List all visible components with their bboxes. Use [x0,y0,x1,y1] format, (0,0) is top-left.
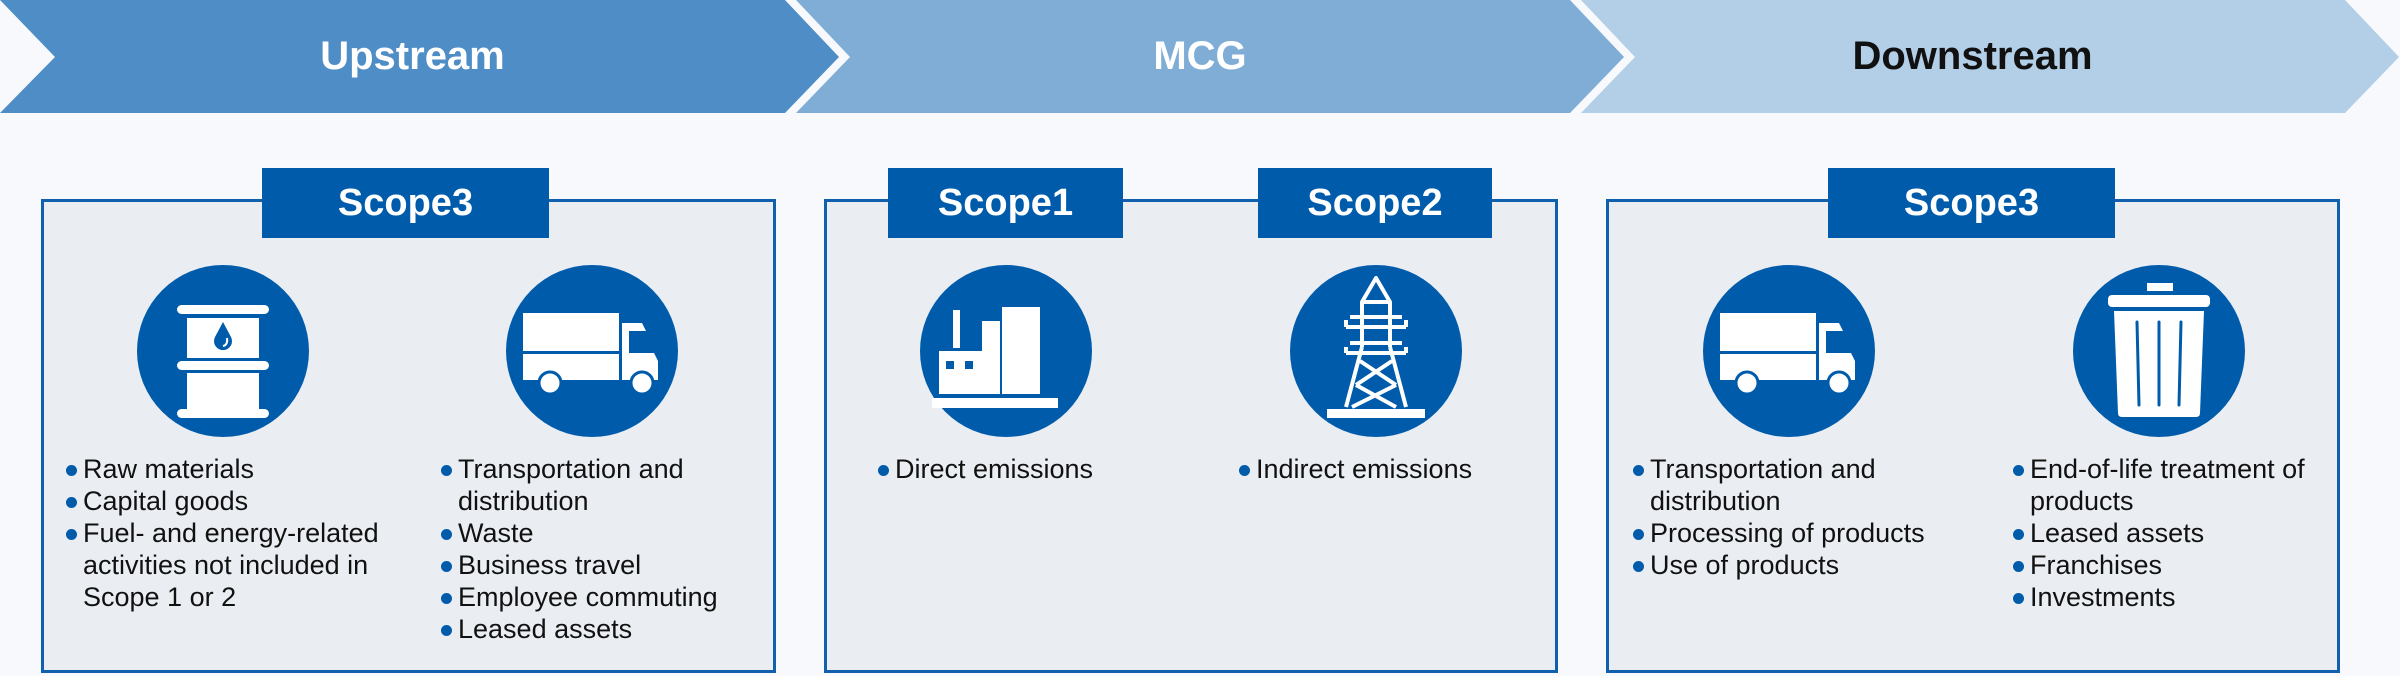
chevron-downstream [1581,0,2399,113]
stage-upstream-label: Upstream [320,34,505,78]
scope2-badge: Scope2 [1258,168,1492,238]
list-item: Use of products [1633,549,1993,581]
list-item: Processing of products [1633,517,1993,549]
scope3-downstream-badge: Scope3 [1828,168,2115,238]
trash-can-icon [2073,265,2245,437]
chevron-mcg [796,0,1624,113]
list-item: Transportation and distribution [441,453,761,517]
factory-icon [920,265,1092,437]
stage-downstream-label: Downstream [1852,34,2093,78]
downstream-list-2: End-of-life treatment of products Leased… [2013,453,2323,613]
chevron-shapes [0,0,2399,113]
list-item: Leased assets [2013,517,2323,549]
scope1-list: Direct emissions [878,453,1198,485]
list-item: Waste [441,517,761,549]
list-item: Fuel- and energy-related activities not … [66,517,426,613]
list-item: Indirect emissions [1239,453,1549,485]
truck-icon [506,265,678,437]
stage-mcg-label: MCG [1153,34,1247,78]
list-item: Business travel [441,549,761,581]
list-item: Capital goods [66,485,426,517]
scope3-upstream-badge: Scope3 [262,168,549,238]
list-item: Transportation and distribution [1633,453,1993,517]
power-tower-icon [1290,265,1462,437]
list-item: Employee commuting [441,581,761,613]
upstream-list-1: Raw materials Capital goods Fuel- and en… [66,453,426,613]
scope2-list: Indirect emissions [1239,453,1549,485]
list-item: Direct emissions [878,453,1198,485]
list-item: Franchises [2013,549,2323,581]
upstream-list-2: Transportation and distribution Waste Bu… [441,453,761,645]
list-item: End-of-life treatment of products [2013,453,2323,517]
list-item: Leased assets [441,613,761,645]
list-item: Investments [2013,581,2323,613]
panel-upstream [41,199,776,673]
truck-icon [1703,265,1875,437]
panel-mcg [824,199,1558,673]
downstream-list-1: Transportation and distribution Processi… [1633,453,1993,581]
scope1-badge: Scope1 [888,168,1123,238]
chevron-upstream [0,0,839,113]
list-item: Raw materials [66,453,426,485]
oil-barrel-icon [137,265,309,437]
value-chain-chevrons: Upstream MCG Downstream [0,0,2400,113]
